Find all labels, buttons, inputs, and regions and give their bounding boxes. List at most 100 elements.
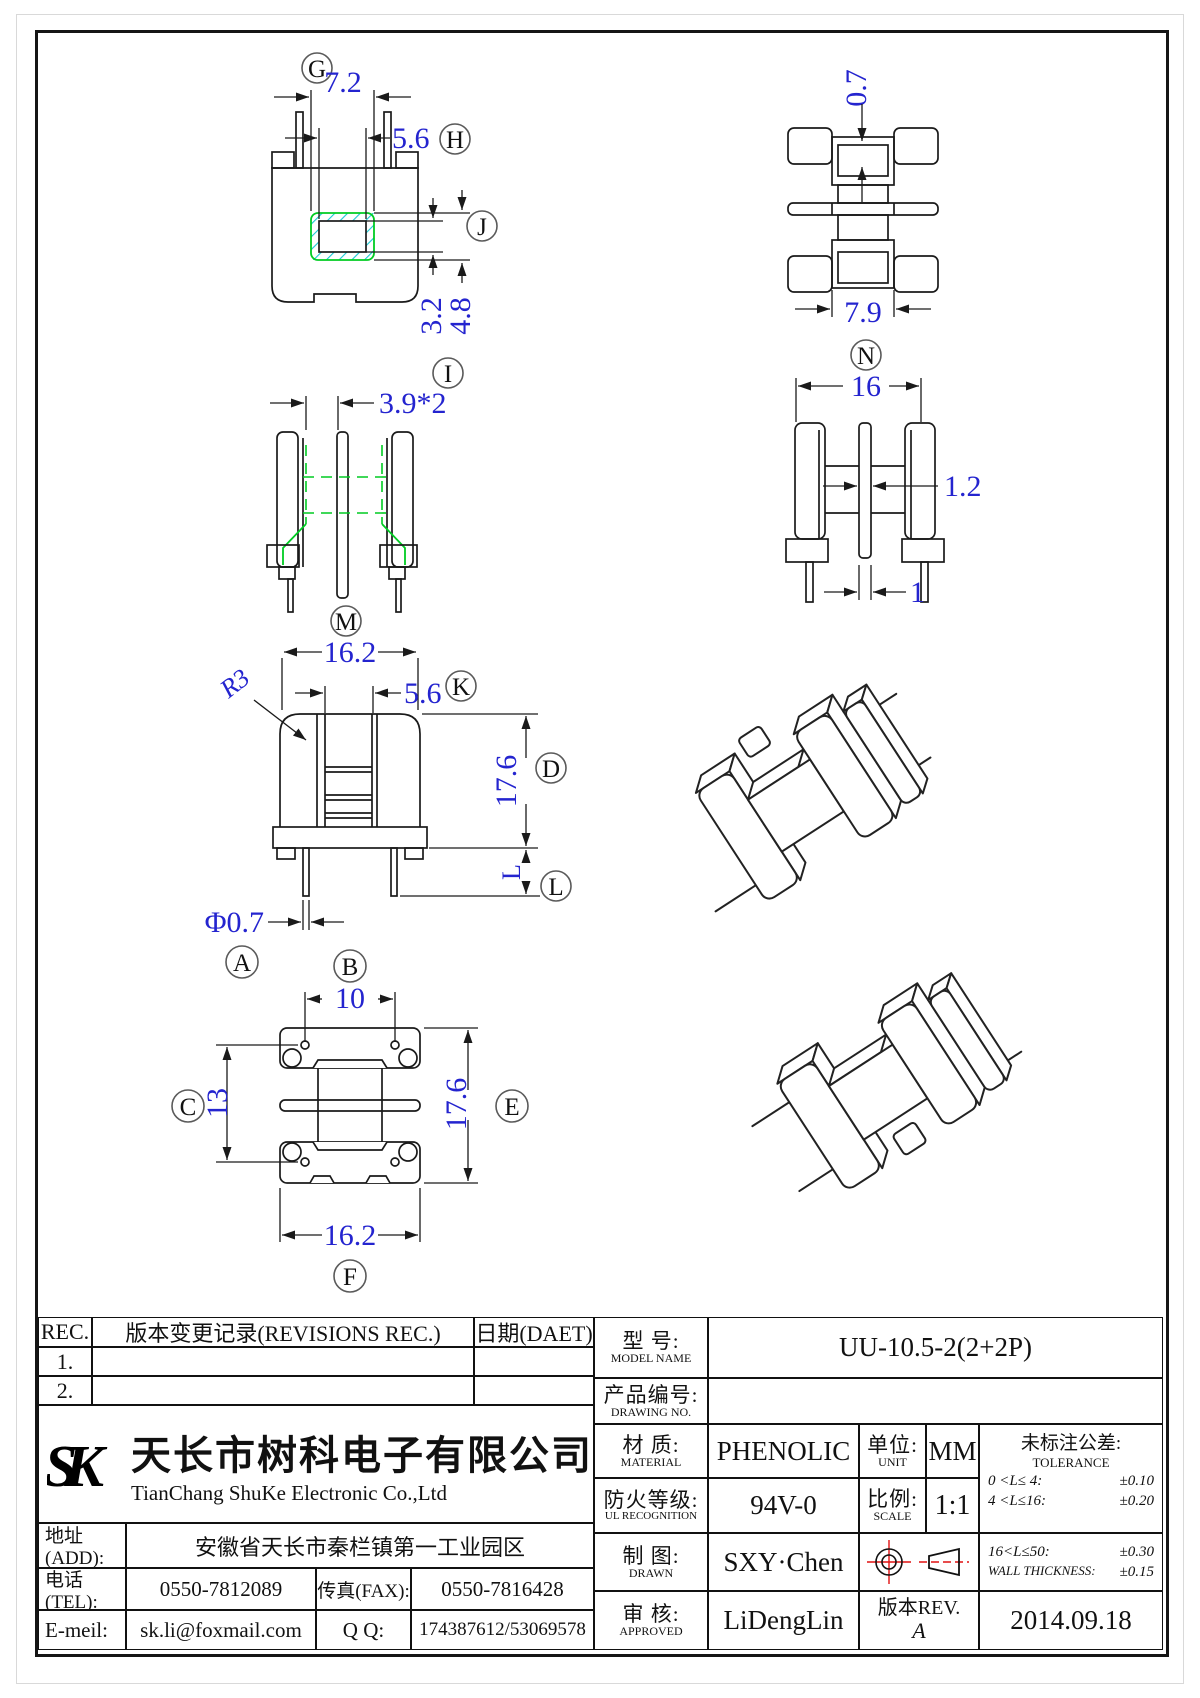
email-label: E-meil: bbox=[38, 1610, 126, 1650]
tolerance-cell: 未标注公差: TOLERANCE 0 <L≤ 4:±0.10 4 <L≤16:±… bbox=[979, 1424, 1163, 1533]
rev-cell-value: A bbox=[912, 1618, 926, 1644]
dim-3-2: 3.2 bbox=[415, 297, 448, 335]
iso-view-2 bbox=[751, 972, 1023, 1193]
tel-label: 电话(TEL): bbox=[38, 1568, 126, 1610]
qq-value: 174387612/53069578 bbox=[411, 1610, 594, 1650]
fire-value: 94V-0 bbox=[708, 1478, 859, 1533]
company-logo: SK bbox=[47, 1433, 120, 1499]
dim-1: 1 bbox=[910, 576, 925, 609]
tel-value-text: 0550-7812089 bbox=[159, 1576, 283, 1601]
drawn-label-en: DRAWN bbox=[628, 1565, 674, 1580]
balloon-e bbox=[495, 1089, 529, 1123]
dim-5-6-core: 5.6 bbox=[404, 677, 442, 710]
rev-col-date-label: 日期(DAET) bbox=[475, 1321, 593, 1346]
address-value-text: 安徽省天长市秦栏镇第一工业园区 bbox=[194, 1534, 525, 1560]
dim-17-6-height: 17.6 bbox=[490, 755, 523, 808]
balloon-c-label: C bbox=[180, 1094, 197, 1121]
tol2-range: 4 <L≤16: bbox=[988, 1493, 1046, 1510]
unit-label: 单位:UNIT bbox=[859, 1424, 926, 1478]
rev-col-record: 版本变更记录(REVISIONS REC.) bbox=[92, 1317, 474, 1347]
model-label-en: MODEL NAME bbox=[610, 1351, 692, 1366]
qq-label-text: Q Q: bbox=[342, 1617, 385, 1642]
scale-label-cn: 比例: bbox=[867, 1487, 918, 1512]
balloon-m bbox=[330, 605, 362, 637]
tol2-value: ±0.20 bbox=[1119, 1493, 1154, 1510]
qq-value-text: 174387612/53069578 bbox=[419, 1619, 586, 1640]
company-block: SK 天长市树科电子有限公司 TianChang ShuKe Electroni… bbox=[38, 1405, 594, 1523]
drawn-label-cn: 制 图: bbox=[622, 1543, 680, 1568]
rev-row1-date bbox=[474, 1347, 594, 1376]
balloon-c bbox=[171, 1089, 205, 1123]
balloon-f-label: F bbox=[343, 1264, 357, 1291]
balloon-k-label: K bbox=[452, 674, 470, 701]
balloon-a bbox=[225, 945, 259, 979]
dim-1-2: 1.2 bbox=[944, 470, 982, 503]
email-value-text: sk.li@foxmail.com bbox=[140, 1617, 302, 1642]
dim-l: L bbox=[497, 864, 526, 880]
scale-value: 1:1 bbox=[926, 1478, 979, 1533]
address-label: 地址(ADD): bbox=[38, 1523, 126, 1568]
balloon-j bbox=[466, 210, 498, 242]
model-value-text: UU-10.5-2(2+2P) bbox=[839, 1332, 1032, 1362]
tol4-value: ±0.15 bbox=[1119, 1564, 1154, 1580]
tol3-range: 16<L≤50: bbox=[988, 1543, 1050, 1560]
email-value: sk.li@foxmail.com bbox=[126, 1610, 316, 1650]
sheet-border bbox=[35, 30, 1169, 1657]
tel-label-text: 电话(TEL): bbox=[45, 1569, 98, 1610]
winding-window-hatch bbox=[311, 213, 374, 260]
company-name-en: TianChang ShuKe Electronic Co.,Ltd bbox=[131, 1480, 447, 1505]
drawing-no-value bbox=[708, 1378, 1163, 1424]
rev-col-rec-label: REC. bbox=[40, 1319, 90, 1344]
winding-window-highlight bbox=[310, 212, 375, 261]
balloon-h-label: H bbox=[446, 127, 464, 154]
approved-label: 审 核:APPROVED bbox=[594, 1591, 708, 1650]
drawing-no-label: 产品编号:DRAWING NO. bbox=[594, 1378, 708, 1424]
material-label-cn: 材 质: bbox=[622, 1432, 680, 1457]
drawn-label: 制 图:DRAWN bbox=[594, 1533, 708, 1591]
balloon-n-label: N bbox=[857, 343, 875, 370]
qq-label: Q Q: bbox=[316, 1610, 411, 1650]
dim-3-9x2: 3.9*2 bbox=[379, 387, 447, 420]
drawn-value: SXY·Chen bbox=[708, 1533, 859, 1591]
balloon-l-label: L bbox=[548, 874, 563, 901]
company-name-cn: 天长市树科电子有限公司 bbox=[131, 1432, 593, 1478]
unit-value: MM bbox=[926, 1424, 979, 1478]
balloon-n bbox=[850, 339, 882, 371]
unit-value-text: MM bbox=[928, 1435, 977, 1466]
scale-value-text: 1:1 bbox=[934, 1489, 971, 1521]
rev-row1-record bbox=[92, 1347, 474, 1376]
tolerance-cell-2: 16<L≤50:±0.30 WALL THICKNESS:±0.15 bbox=[979, 1533, 1163, 1591]
balloon-d-label: D bbox=[542, 756, 560, 783]
date-cell: 2014.09.18 bbox=[979, 1591, 1163, 1650]
balloon-b-label: B bbox=[342, 954, 359, 981]
rev-row1-no: 1. bbox=[38, 1347, 92, 1376]
drawn-value-text: SXY·Chen bbox=[723, 1546, 844, 1577]
balloon-g bbox=[301, 52, 333, 84]
scale-label: 比例:SCALE bbox=[859, 1478, 926, 1533]
fax-label-text: 传真(FAX): bbox=[317, 1580, 410, 1602]
dim-7-9: 7.9 bbox=[844, 296, 882, 329]
balloon-h bbox=[439, 123, 471, 155]
balloon-g-label: G bbox=[308, 56, 326, 83]
balloon-j-label: J bbox=[477, 214, 487, 241]
fire-label: 防火等级:UL RECOGNITION bbox=[594, 1478, 708, 1533]
m-view: 16.2 R3 5.6 K 17.6 D bbox=[205, 636, 572, 983]
approved-label-en: APPROVED bbox=[619, 1624, 683, 1639]
fire-label-en: UL RECOGNITION bbox=[604, 1509, 698, 1522]
model-label-cn: 型 号: bbox=[622, 1329, 680, 1354]
balloon-k bbox=[445, 670, 477, 702]
model-value: UU-10.5-2(2+2P) bbox=[708, 1317, 1163, 1378]
projection-cell bbox=[859, 1533, 979, 1591]
material-label: 材 质:MATERIAL bbox=[594, 1424, 708, 1478]
drawing-area: G 7.2 5.6 H J 3.2 4.8 I bbox=[171, 52, 1023, 1293]
drawing-no-label-cn: 产品编号: bbox=[603, 1382, 699, 1407]
tol1-value: ±0.10 bbox=[1119, 1473, 1154, 1489]
material-label-en: MATERIAL bbox=[620, 1454, 682, 1469]
tel-value: 0550-7812089 bbox=[126, 1568, 316, 1610]
unit-label-cn: 单位: bbox=[867, 1432, 918, 1457]
dim-16: 16 bbox=[851, 370, 881, 403]
dim-10: 10 bbox=[335, 982, 365, 1015]
approved-value-text: LiDengLin bbox=[723, 1605, 844, 1635]
email-label-text: E-meil: bbox=[45, 1617, 108, 1642]
